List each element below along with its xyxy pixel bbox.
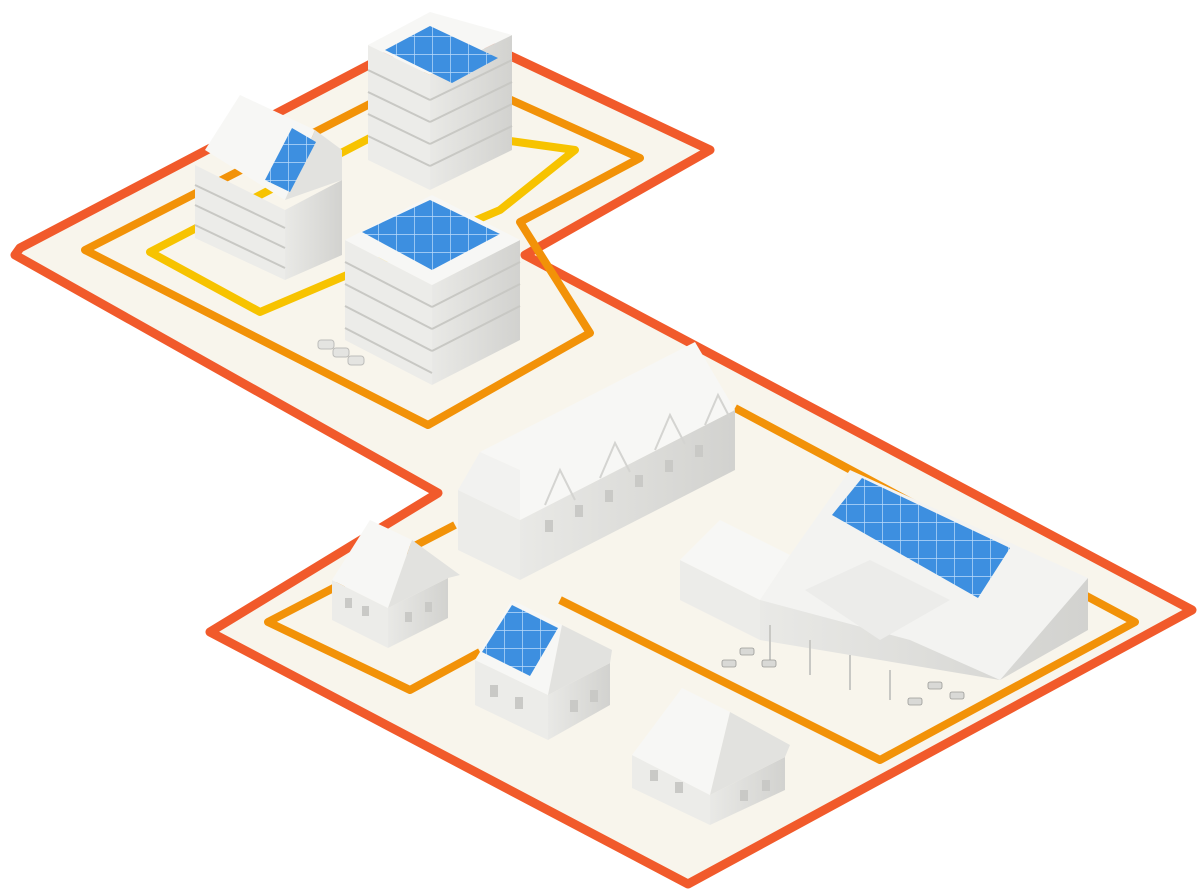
- solar-panel: [265, 128, 316, 192]
- house-with-solar: [475, 600, 612, 740]
- chalet-left: [332, 520, 460, 648]
- solar-panel: [362, 200, 500, 270]
- apartment-block-middle: [317, 195, 521, 385]
- apartment-gable-roof: [194, 95, 342, 280]
- apartment-block-top: [367, 12, 513, 190]
- row-houses: [458, 342, 735, 580]
- car-icon: [317, 339, 365, 366]
- farm-barn: [680, 470, 1088, 700]
- solar-panel: [482, 605, 558, 676]
- outer-boundary-line: [10, 20, 1197, 889]
- solar-panel: [385, 26, 498, 83]
- cow-icon: [721, 647, 965, 706]
- house-bottom: [632, 688, 790, 825]
- solar-panel: [832, 478, 1010, 598]
- upper-inner-boundary: [146, 121, 579, 316]
